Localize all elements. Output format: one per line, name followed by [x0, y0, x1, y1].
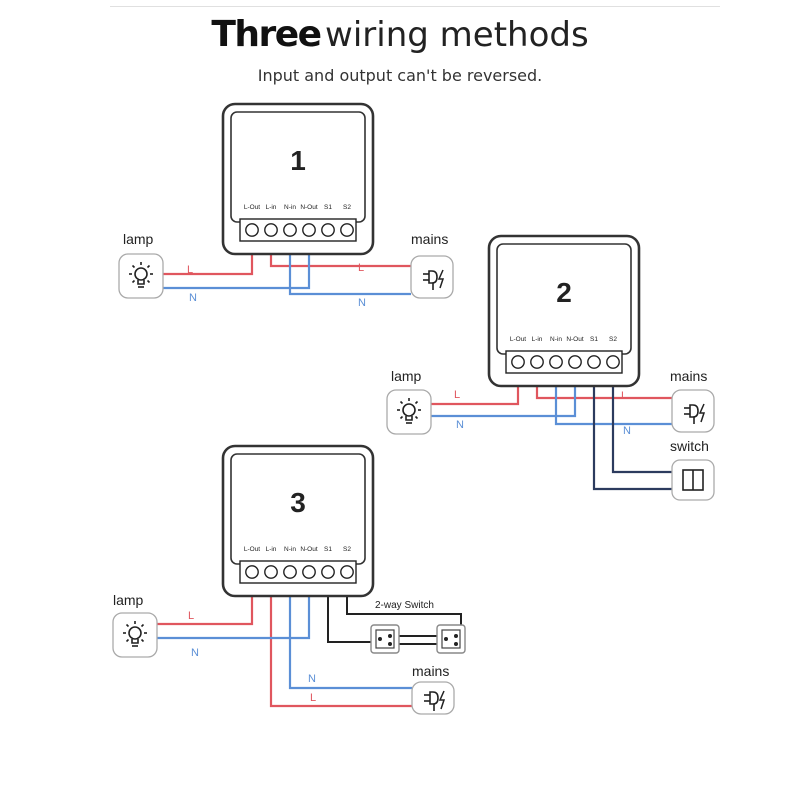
mains-label: mains	[412, 663, 449, 679]
switch-wire	[611, 366, 672, 474]
lightbulb-icon	[118, 253, 164, 299]
terminal-screw	[245, 223, 259, 237]
live-wire	[269, 576, 412, 708]
two-way-switch-icon	[370, 624, 466, 654]
wire-label-N: N	[456, 419, 464, 431]
lightbulb-icon	[386, 389, 432, 435]
wire-label-N: N	[358, 297, 366, 309]
switch-label: switch	[670, 438, 709, 454]
mains-label: mains	[670, 368, 707, 384]
module-1: 1L-Out L-in N-in N-Out S1 S2	[221, 102, 375, 256]
terminal-label: N-in	[550, 336, 562, 343]
wire-label-L: L	[310, 692, 316, 704]
lamp-label: lamp	[113, 592, 144, 608]
terminal-screw	[302, 565, 316, 579]
terminal-screw	[340, 565, 354, 579]
wire-label-N: N	[191, 647, 199, 659]
module-number: 2	[556, 277, 572, 308]
terminal-label: N-Out	[300, 546, 318, 553]
module-3: 3L-Out L-in N-in N-Out S1 S2	[221, 444, 375, 598]
terminal-label: S1	[324, 546, 332, 553]
terminal-screw	[264, 223, 278, 237]
plug-icon	[411, 681, 455, 715]
terminal-screw	[302, 223, 316, 237]
terminal-screw	[511, 355, 525, 369]
terminal-label: S2	[609, 336, 617, 343]
wire-label-L: L	[621, 390, 627, 402]
neutral-wire	[288, 576, 412, 690]
terminal-screw	[587, 355, 601, 369]
terminal-screw	[264, 565, 278, 579]
wire-label-L: L	[187, 264, 193, 276]
lamp-label: lamp	[123, 231, 154, 247]
wire-label-L: L	[454, 389, 460, 401]
terminal-label: S2	[343, 546, 351, 553]
terminal-label: L-in	[532, 336, 543, 343]
wire-label-N: N	[189, 292, 197, 304]
terminal-screw	[530, 355, 544, 369]
terminal-label: L-in	[266, 546, 277, 553]
page-subtitle: Input and output can't be reversed.	[257, 66, 543, 85]
terminal-label: N-Out	[300, 204, 318, 211]
lightbulb-icon	[112, 612, 158, 658]
mains-label: mains	[411, 231, 448, 247]
lamp-label: lamp	[391, 368, 422, 384]
terminal-screw	[606, 355, 620, 369]
terminal-label: L-Out	[244, 546, 260, 553]
title-emphasis: Three	[211, 14, 322, 55]
terminal-label: S1	[324, 204, 332, 211]
terminal-label: L-Out	[510, 336, 526, 343]
terminal-label: N-Out	[566, 336, 584, 343]
terminal-screw	[340, 223, 354, 237]
page-title: Three wiring methods	[0, 14, 800, 55]
two-way-wire	[327, 576, 373, 643]
terminal-screw	[549, 355, 563, 369]
module-2: 2L-Out L-in N-in N-Out S1 S2	[487, 234, 641, 388]
wire-label-N: N	[308, 673, 316, 685]
terminal-screw	[283, 565, 297, 579]
plug-icon	[410, 255, 454, 299]
top-divider	[110, 6, 720, 7]
title-text: wiring methods	[325, 15, 589, 55]
module-number: 3	[290, 487, 306, 518]
wire-label-L: L	[358, 262, 364, 274]
terminal-screw	[283, 223, 297, 237]
terminal-label: N-in	[284, 204, 296, 211]
terminal-label: S2	[343, 204, 351, 211]
wall-switch-icon	[671, 459, 715, 501]
terminal-label: L-Out	[244, 204, 260, 211]
switch-wire	[592, 366, 672, 491]
plug-icon	[671, 389, 715, 433]
wire-label-N: N	[623, 425, 631, 437]
wire-label-L: L	[188, 610, 194, 622]
terminal-screw	[245, 565, 259, 579]
terminal-label: L-in	[266, 204, 277, 211]
terminal-screw	[568, 355, 582, 369]
module-number: 1	[290, 145, 306, 176]
switch-label: 2-way Switch	[375, 600, 434, 611]
terminal-screw	[321, 565, 335, 579]
terminal-label: N-in	[284, 546, 296, 553]
terminal-screw	[321, 223, 335, 237]
terminal-label: S1	[590, 336, 598, 343]
